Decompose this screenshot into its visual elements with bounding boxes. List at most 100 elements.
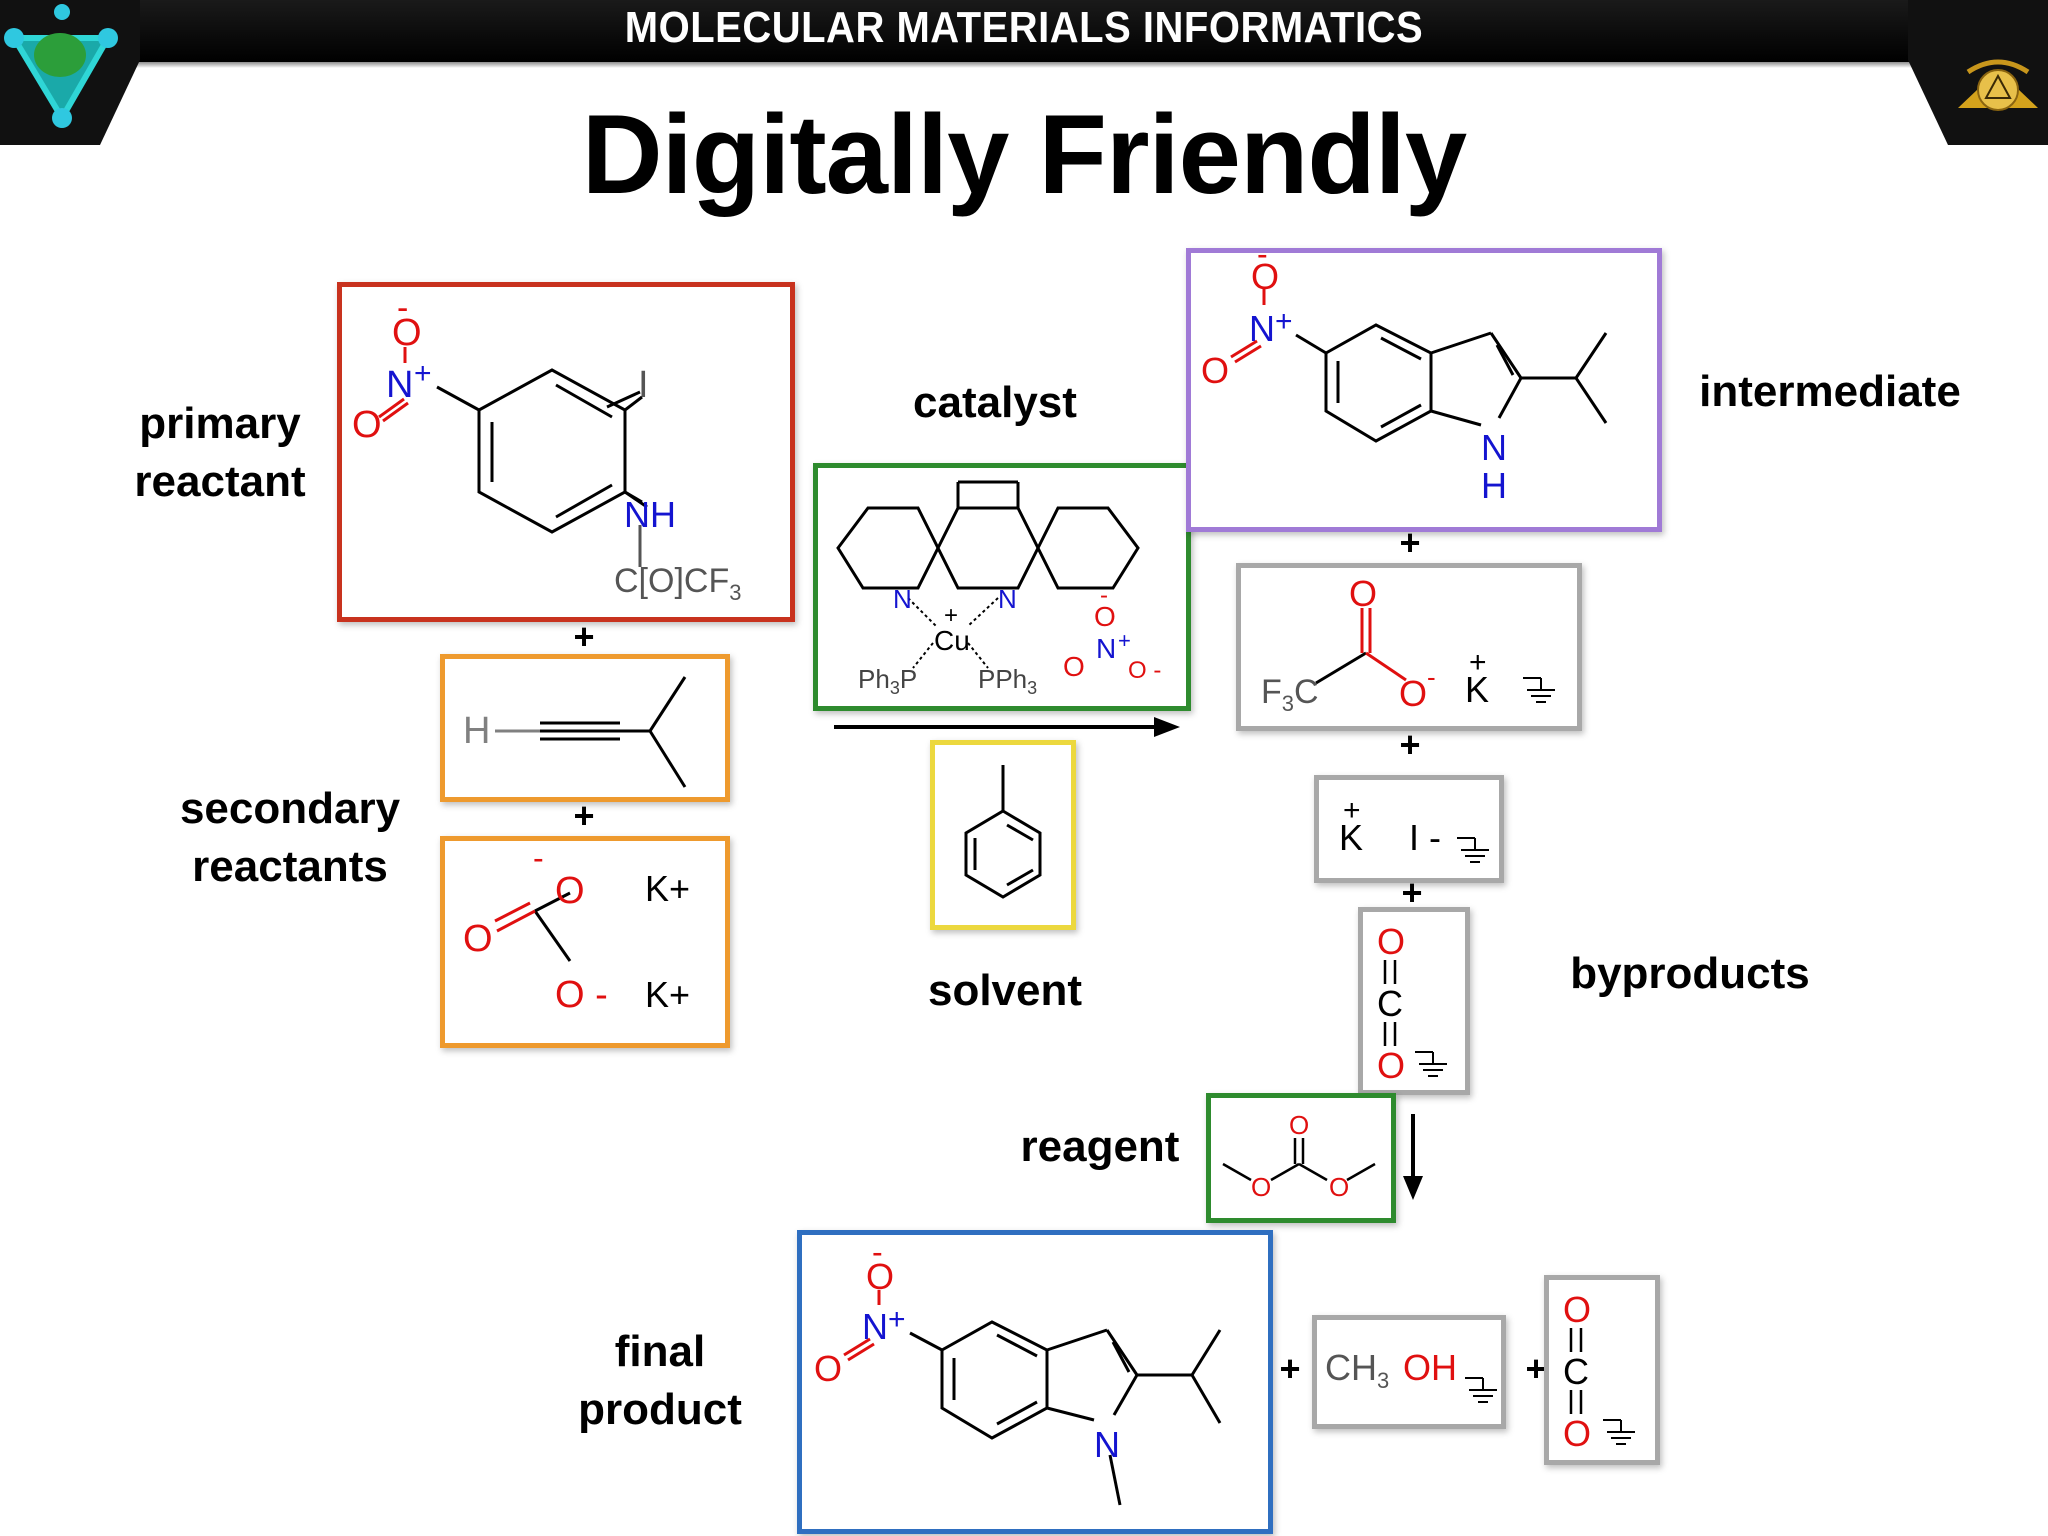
ground-symbol-icon: [1603, 1419, 1635, 1445]
atom-n: N: [998, 584, 1017, 614]
trifluoroacetyl-label: C[O]CF3: [614, 562, 741, 605]
primary-reactant-structure: - O N + O I NH C[O]CF3: [352, 289, 741, 605]
charge-plus: +: [1118, 628, 1131, 653]
label-secondary-reactants: secondary reactants: [179, 784, 401, 891]
charge-plus: +: [1343, 794, 1361, 827]
charge-minus: -: [1427, 662, 1436, 692]
atom-c: C: [1377, 983, 1403, 1024]
atom-o: O: [463, 918, 493, 960]
final-product-structure: - O N + O N: [814, 1234, 1222, 1506]
atom-h: H: [463, 710, 490, 752]
label-byproducts: byproducts: [1570, 949, 1810, 998]
atom-o: O: [1201, 350, 1229, 391]
trifluoromethyl-label: F3C: [1261, 673, 1319, 716]
atom-o: O: [814, 1348, 842, 1389]
reaction-arrow: [834, 717, 1180, 737]
atom-o: O: [1251, 256, 1279, 297]
plus-sign: +: [573, 616, 595, 657]
label-primary-reactant: primary reactant: [134, 399, 306, 506]
atom-k: K: [1339, 817, 1363, 858]
atom-o: O: [1399, 673, 1427, 714]
atom-o: O: [1563, 1289, 1591, 1330]
atom-o: O: [1289, 1110, 1309, 1140]
charge-minus: -: [872, 1235, 883, 1270]
triphenylphosphine-left: Ph3P: [858, 664, 917, 698]
reagent-arrow: [1403, 1114, 1423, 1200]
label-solvent: solvent: [927, 966, 1083, 1015]
charge-minus: -: [1100, 582, 1108, 609]
atom-o: O: [1349, 573, 1377, 614]
ground-symbol-icon: [1523, 677, 1555, 703]
potassium-iodide-box: + K I -: [1314, 775, 1504, 883]
carbon-dioxide-box: O C O: [1358, 907, 1470, 1095]
intermediate-structure: - O N + O N H: [1201, 236, 1608, 506]
atom-iodine: I: [638, 364, 649, 406]
atom-o: O: [1329, 1172, 1349, 1202]
carbon-dioxide-structure: O C O: [1377, 921, 1447, 1086]
methanol-structure: CH3 OH: [1325, 1347, 1497, 1403]
charge-plus: +: [1469, 646, 1487, 679]
catalyst-box: N N + Cu Ph3P PPh3 - O N + O O -: [813, 463, 1191, 711]
atom-n: N: [386, 364, 413, 406]
triphenylphosphine-right: PPh3: [978, 664, 1037, 698]
plus-sign: +: [1399, 522, 1421, 563]
atom-k: K: [1465, 669, 1489, 710]
molecule-logo-icon: [0, 0, 140, 145]
label-intermediate: intermediate: [1699, 367, 1961, 416]
potassium-ion: K+: [645, 868, 690, 909]
methanol-box: CH3 OH: [1312, 1315, 1506, 1429]
header-banner-shadow: [90, 62, 1958, 68]
atom-o-minus: O -: [555, 974, 608, 1016]
atom-o-minus: O -: [1128, 657, 1161, 684]
acs-emblem-icon: [1908, 0, 2048, 145]
atom-nh: NH: [624, 494, 676, 535]
plus-sign: +: [1525, 1348, 1547, 1389]
atom-n: N: [1249, 308, 1275, 349]
label-final-product: final product: [578, 1327, 742, 1434]
charge-plus: +: [1275, 305, 1293, 338]
carbonate-structure: - O O O - K+ K+: [463, 840, 690, 1016]
trifluoroacetate-structure: O F3C O - + K: [1261, 573, 1555, 716]
plus-sign: +: [1399, 724, 1421, 765]
atom-n: N: [862, 1306, 888, 1347]
charge-plus: +: [888, 1303, 906, 1336]
reagent-box: O O O: [1206, 1093, 1396, 1223]
atom-copper: Cu: [934, 625, 970, 656]
carbonate-box: - O O O - K+ K+: [440, 836, 730, 1048]
potassium-iodide-structure: + K I -: [1339, 794, 1489, 863]
ground-symbol-icon: [1465, 1377, 1497, 1403]
atom-o: O: [1377, 921, 1405, 962]
label-catalyst: catalyst: [913, 378, 1077, 427]
plus-sign: +: [573, 795, 595, 836]
final-product-box: - O N + O N: [797, 1230, 1273, 1534]
ground-symbol-icon: [1415, 1051, 1447, 1077]
atom-n: N: [1481, 427, 1507, 468]
atom-h: H: [1481, 465, 1507, 506]
charge-plus: +: [414, 357, 432, 390]
primary-reactant-box: - O N + O I NH C[O]CF3: [337, 282, 795, 622]
dimethyl-carbonate-structure: O O O: [1222, 1110, 1376, 1202]
atom-n: N: [1096, 633, 1116, 664]
plus-sign: +: [1279, 1348, 1301, 1389]
atom-o: O: [1094, 601, 1116, 632]
atom-n: N: [1094, 1424, 1120, 1465]
hydroxyl-label: OH: [1403, 1347, 1457, 1388]
iodide-ion: I -: [1409, 817, 1441, 858]
atom-o: O: [866, 1256, 894, 1297]
intermediate-box: - O N + O N H: [1186, 236, 1662, 532]
charge-plus: +: [944, 602, 958, 629]
atom-c: C: [1563, 1351, 1589, 1392]
charge-minus: -: [1257, 253, 1268, 272]
toluene-structure: [964, 765, 1042, 899]
atom-o: O: [352, 404, 382, 446]
carbon-dioxide-product-structure: O C O: [1563, 1289, 1635, 1454]
label-reagent: reagent: [1020, 1122, 1180, 1171]
potassium-ion: K+: [645, 974, 690, 1015]
slide-title: Digitally Friendly: [581, 92, 1467, 217]
atom-o: O: [392, 312, 422, 354]
methyl-label: CH3: [1325, 1347, 1389, 1393]
charge-minus: -: [397, 289, 408, 327]
atom-o: O: [1563, 1413, 1591, 1454]
header-banner: [0, 0, 2048, 62]
atom-o: O: [1251, 1172, 1271, 1202]
